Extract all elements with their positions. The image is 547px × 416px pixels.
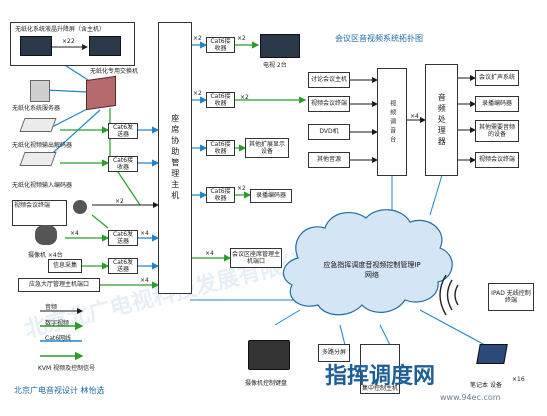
- tv-label: 电视 2台: [263, 62, 287, 69]
- camera-label: 摄像机 ×4台: [28, 252, 63, 259]
- cat6-receiver: Cat6接收器: [206, 140, 235, 156]
- vc-terminal-right: 视频会议终端: [475, 152, 519, 168]
- diagram-title: 会议区音视频系统拓扑图: [335, 34, 423, 43]
- multiplier-label: ×2: [193, 90, 202, 97]
- laptop-icon: [476, 344, 508, 364]
- monitor-icon: [89, 36, 121, 56]
- cat6-receiver: Cat6接收器: [206, 37, 235, 53]
- command-hall-port: 应急大厅管理主机端口: [18, 278, 100, 292]
- cat6-transmitter: Cat6发送器: [108, 123, 138, 139]
- legend-audio: 音频: [45, 304, 58, 311]
- multiplier-label: ×2: [240, 94, 249, 101]
- server-icon: [30, 80, 50, 102]
- tv-icon: [260, 34, 300, 58]
- paperless-group-title: 无纸化系统液晶升降屏（含主机）: [15, 26, 106, 33]
- camera-icon: [73, 200, 87, 214]
- monitor-icon: [20, 36, 52, 56]
- multi-split-screen: 多路分屏: [318, 344, 350, 362]
- ptz-camera-icon: [35, 225, 57, 245]
- switch-label: 无纸化专用交换机: [90, 68, 139, 75]
- camera-keyboard-icon: [248, 340, 290, 370]
- laptop-label: 笔记本 设备: [470, 382, 502, 389]
- other-audio-devices: 其他需要音频的设备: [475, 120, 519, 142]
- multiplier-label: ×2: [193, 35, 202, 42]
- video-conf-label: 视频会议终端: [14, 202, 51, 209]
- info-collection: 信息采集: [48, 259, 82, 273]
- server-label: 无纸化系统服务器: [12, 105, 61, 112]
- ctrl-box-label: 集中控制主机: [362, 384, 399, 392]
- arrow-icon: [52, 44, 88, 50]
- multiplier-label: ×2: [237, 35, 246, 42]
- video-conference-terminal: 视频会议终端: [12, 200, 67, 226]
- video-mixer: 视频调音台: [377, 68, 407, 176]
- multiplier-label: ×4: [70, 230, 79, 237]
- cat6-transmitter: Cat6发送器: [108, 230, 138, 246]
- ipad-control-terminal: IPAD 无线控制终端: [488, 283, 534, 311]
- recording-encoder: 录播编码器: [250, 189, 292, 203]
- seat-management-port: 会议区座席管理主机端口: [230, 248, 282, 268]
- legend-kvm: KVM 视频及控制信号: [38, 365, 96, 372]
- legend-cat6: Cat6网线: [45, 335, 72, 342]
- multiplier-label: ×4: [410, 113, 419, 120]
- other-audio-source: 其他音源: [308, 152, 350, 168]
- multiplier-label: ×4: [205, 250, 214, 257]
- encoder-icon: [19, 152, 57, 166]
- switch-icon: [86, 75, 116, 111]
- controller-label: 摄像机控制键盘: [245, 380, 288, 387]
- multiplier-label: ×4: [140, 230, 149, 237]
- author-credit: 北京广电音视设计 林怡选: [14, 386, 105, 395]
- dvd-player: DVD机: [308, 124, 350, 140]
- multiplier-label: ×2: [237, 185, 246, 192]
- pa-system: 会议扩声系统: [475, 70, 519, 86]
- other-display-device: 其他扩展显示设备: [245, 138, 289, 158]
- legend-digital-video: 数字视频: [45, 320, 70, 327]
- decoder-icon: [19, 118, 57, 132]
- audio-processor: 音频处理器: [425, 64, 458, 176]
- host-controller: 座席协助管理主机: [158, 22, 192, 294]
- ip-network-label: 应急指挥调度音视频控制管理IP网络: [323, 261, 421, 279]
- recording-encoder-right: 录播编码器: [475, 96, 519, 112]
- meeting-host: 讨论会议主机: [308, 72, 350, 88]
- central-control-host: 集中控制主机: [360, 344, 400, 394]
- multiplier-label: ×2: [115, 198, 124, 205]
- encoder-label: 无纸化视频输入编码器: [12, 182, 73, 189]
- cat6-receiver: Cat6接收器: [108, 156, 138, 172]
- multiplier-label: ×16: [512, 376, 525, 383]
- video-conf-terminal: 视频会议终端: [308, 96, 350, 112]
- site-watermark: 指挥调度网: [325, 364, 436, 389]
- multiplier-label: ×4: [140, 277, 149, 284]
- site-url: www.94ec.com: [440, 393, 501, 402]
- cat6-receiver: Cat6接收器: [206, 92, 235, 108]
- ip-network-cloud: [282, 209, 453, 316]
- multiplier-label: ×22: [62, 38, 75, 45]
- decoder-label: 无纸化视频输出解码器: [12, 142, 73, 149]
- cat6-transmitter: Cat6发送器: [108, 258, 138, 274]
- cat6-receiver: Cat6接收器: [206, 187, 235, 203]
